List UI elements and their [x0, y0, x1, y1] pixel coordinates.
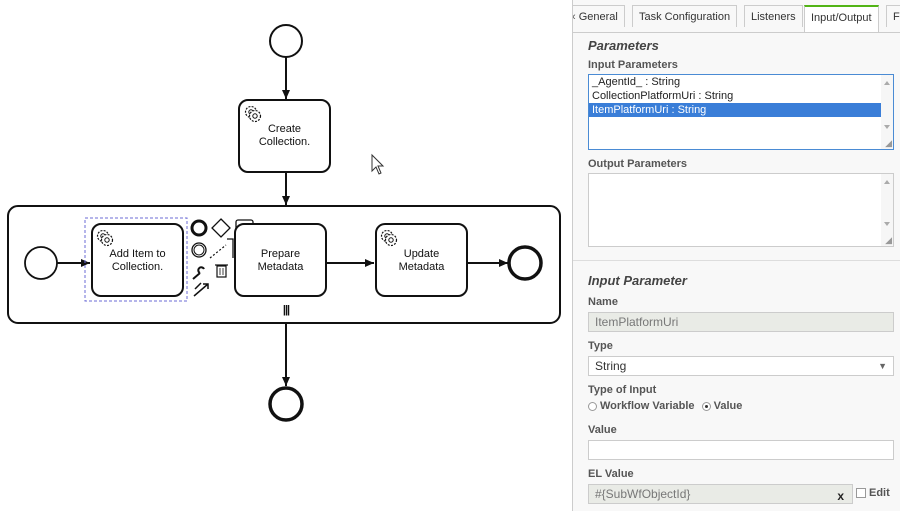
input-parameter-group-title: Input Parameter	[588, 273, 687, 288]
task-create-collection[interactable]	[238, 99, 331, 173]
checkbox[interactable]	[856, 488, 866, 499]
tab-task-configuration[interactable]: Task Configuration	[632, 5, 738, 27]
parameters-group-title: Parameters	[588, 38, 659, 53]
output-parameters-label: Output Parameters	[588, 158, 688, 170]
gateway-icon[interactable]	[211, 218, 231, 238]
clear-icon[interactable]: x	[837, 489, 844, 503]
scrollbar[interactable]	[881, 174, 893, 246]
el-value-label: EL Value	[588, 468, 634, 480]
el-value-field[interactable]: #{SubWfObjectId} x	[588, 484, 853, 504]
wrench-icon[interactable]	[192, 266, 205, 280]
output-parameters-list[interactable]: ◢	[588, 173, 894, 247]
task-label-create-collection: Create Collection.	[258, 123, 311, 148]
type-label: Type	[588, 340, 613, 352]
tab-f[interactable]: F	[886, 5, 900, 27]
gear-icon	[380, 229, 398, 247]
gear-icon	[244, 105, 262, 123]
value-label: Value	[588, 424, 617, 436]
edit-label: Edit	[869, 487, 890, 499]
name-label: Name	[588, 296, 618, 308]
type-of-input-radios: Workflow Variable Value	[588, 400, 742, 412]
radio-value[interactable]	[701, 401, 711, 411]
radio-workflow-variable[interactable]	[588, 401, 597, 411]
selection-outline	[84, 217, 188, 302]
subprocess-start-event[interactable]	[24, 246, 58, 280]
radio-value-label: Value	[713, 400, 743, 412]
connect-icon[interactable]	[209, 244, 227, 259]
task-add-item-to-collection[interactable]	[91, 223, 184, 297]
radio-workflow-variable-label: Workflow Variable	[600, 400, 695, 412]
tab-general[interactable]: ‹ General	[573, 5, 625, 27]
scrollbar[interactable]	[881, 75, 893, 149]
chevron-down-icon: ▼	[878, 361, 887, 371]
mouse-cursor-icon	[371, 153, 385, 175]
tab-listeners[interactable]: Listeners	[744, 5, 803, 27]
list-item[interactable]: CollectionPlatformUri : String	[592, 90, 734, 102]
list-item[interactable]: _AgentId_ : String	[592, 76, 681, 88]
type-select[interactable]: String▼	[588, 356, 894, 376]
task-label-prepare-metadata: Prepare Metadata	[257, 248, 304, 273]
input-parameters-label: Input Parameters	[588, 59, 678, 71]
tab-bar: ‹ General Task Configuration Listeners I…	[573, 0, 900, 33]
task-label-add-item: Add Item to Collection.	[109, 248, 166, 273]
append-icon[interactable]	[193, 282, 209, 297]
task-prepare-metadata[interactable]	[234, 223, 327, 297]
input-parameters-list[interactable]: _AgentId_ : String CollectionPlatformUri…	[588, 74, 894, 150]
trash-icon[interactable]	[215, 264, 228, 278]
properties-panel: ‹ General Task Configuration Listeners I…	[572, 0, 900, 511]
list-item-selected[interactable]: ItemPlatformUri : String	[589, 103, 893, 117]
start-event[interactable]	[269, 24, 303, 58]
tab-scroll-left-icon[interactable]: ‹	[573, 11, 579, 23]
subprocess-end-event[interactable]	[507, 245, 543, 281]
tab-input-output[interactable]: Input/Output	[804, 5, 879, 32]
type-of-input-label: Type of Input	[588, 384, 657, 396]
bpmn-canvas[interactable]: Create Collection. Add Item to Collectio…	[0, 0, 572, 511]
resize-grip-icon[interactable]: ◢	[885, 138, 892, 148]
multi-instance-marker: |||	[282, 304, 290, 316]
gear-icon	[96, 229, 114, 247]
end-event[interactable]	[268, 386, 304, 422]
value-field[interactable]	[588, 440, 894, 460]
task-label-update-metadata: Update Metadata	[398, 248, 445, 273]
bpmn-diagram	[7, 24, 561, 422]
end-event-icon[interactable]	[190, 219, 208, 237]
divider	[573, 260, 900, 261]
resize-grip-icon[interactable]: ◢	[885, 235, 892, 245]
name-field[interactable]: ItemPlatformUri	[588, 312, 894, 332]
task-update-metadata[interactable]	[375, 223, 468, 297]
edit-checkbox[interactable]: Edit	[856, 487, 890, 499]
